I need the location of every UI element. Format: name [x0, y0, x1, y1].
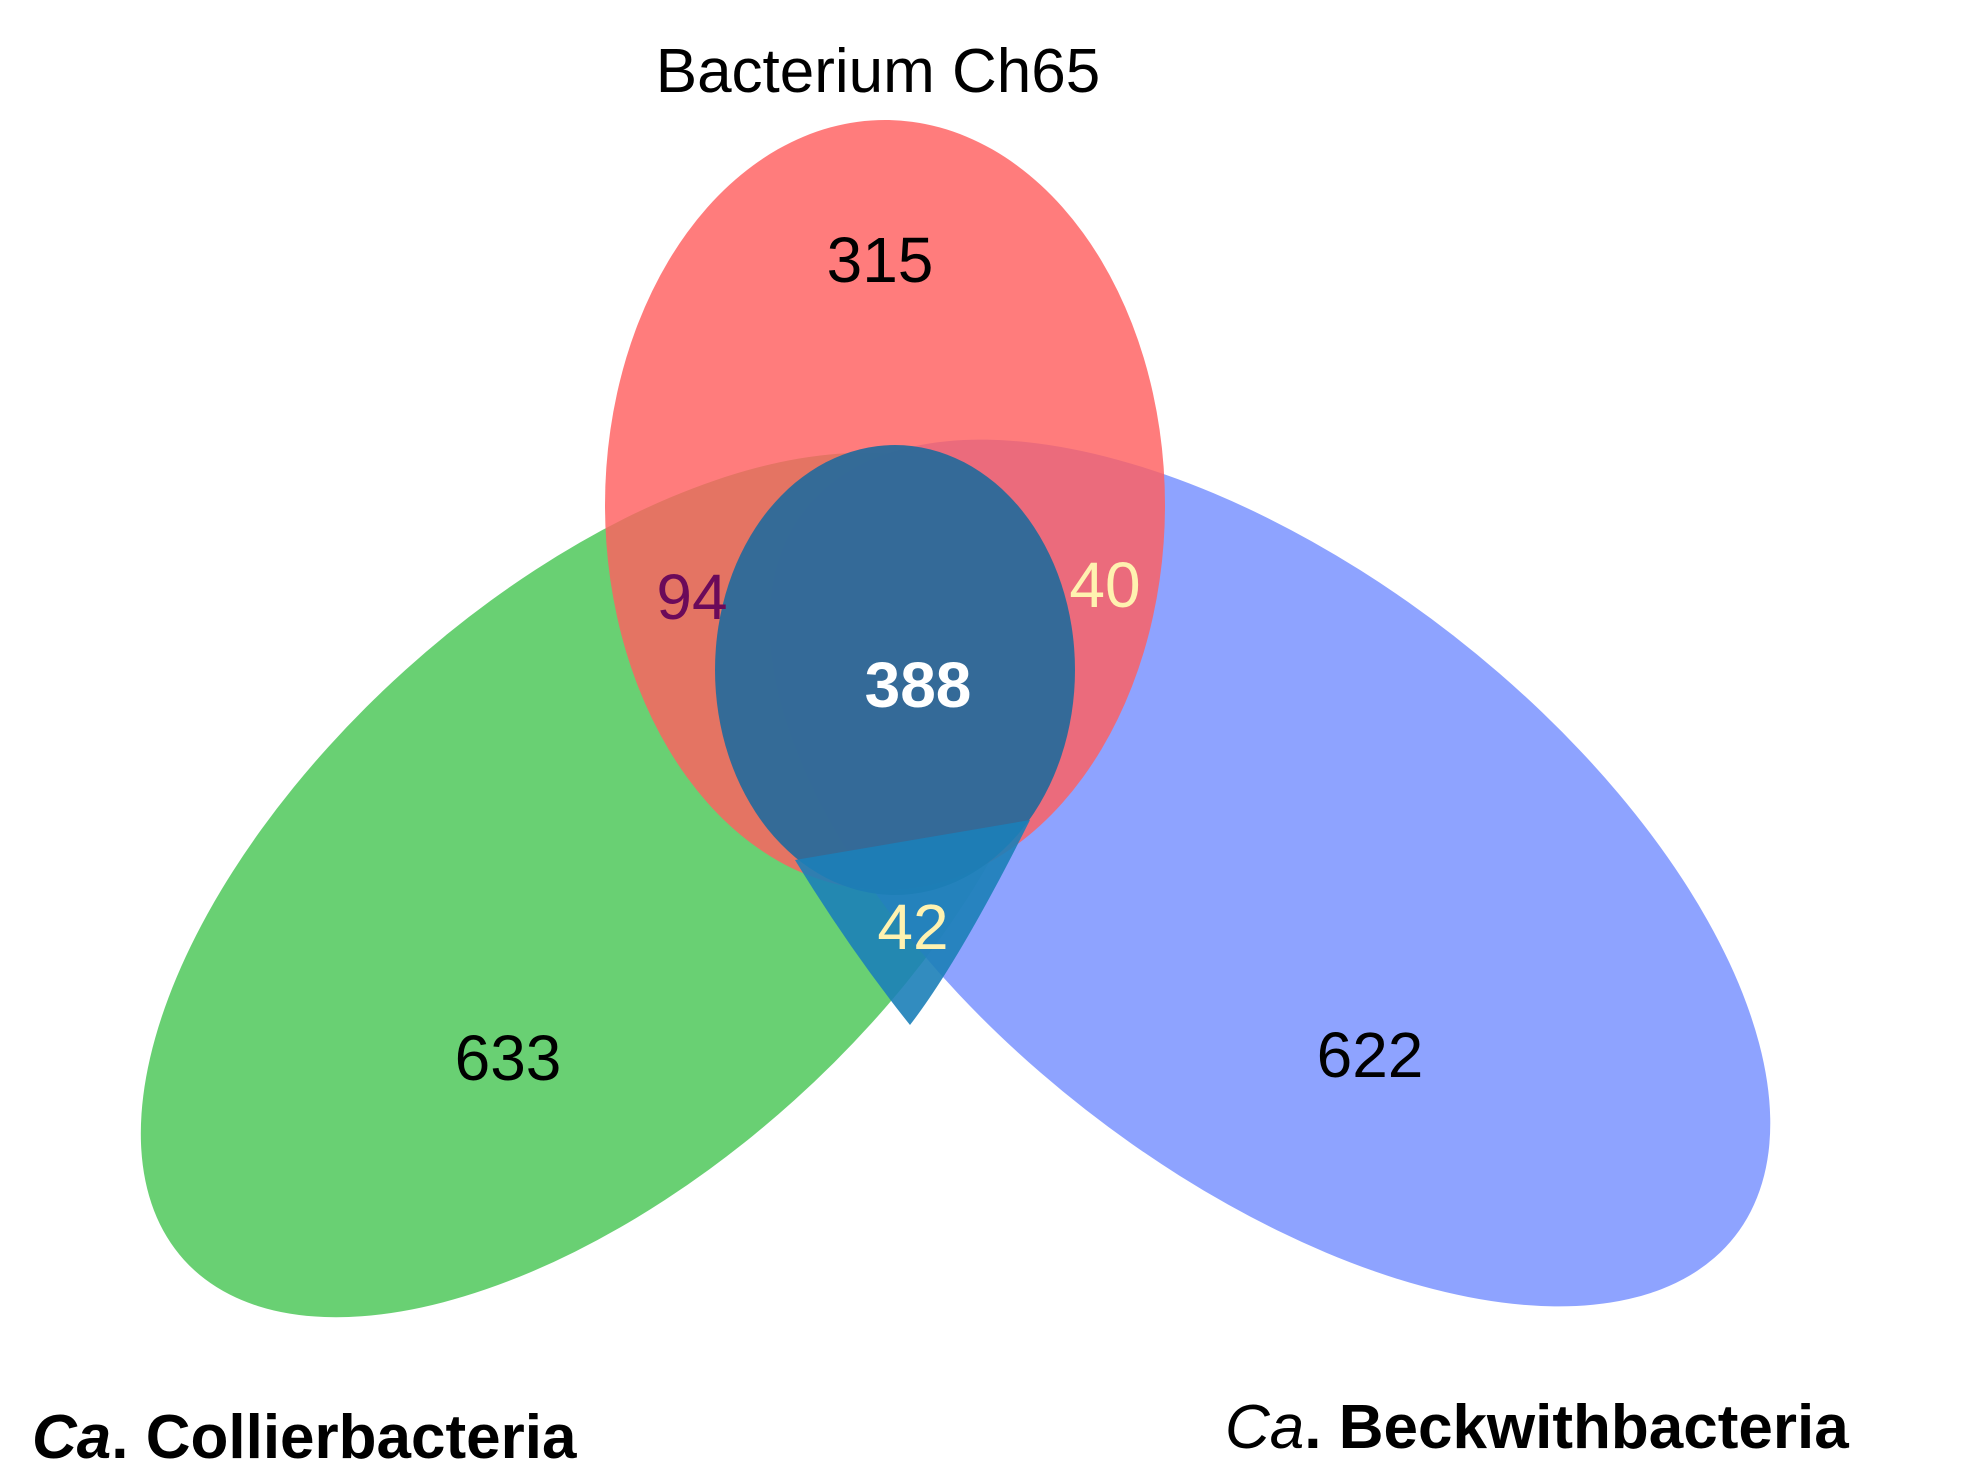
count-all-three: 388	[865, 649, 972, 721]
count-top-left: 94	[656, 561, 727, 633]
label-left-set: Ca. Collierbacteria	[32, 1403, 577, 1472]
label-left-suffix: . Collierbacteria	[111, 1403, 577, 1472]
label-right-set: Ca. Beckwithbacteria	[1225, 1393, 1849, 1462]
label-top-set: Bacterium Ch65	[656, 37, 1101, 106]
count-right-only: 622	[1317, 1019, 1424, 1091]
count-top-only: 315	[827, 224, 934, 296]
count-left-only: 633	[455, 1022, 562, 1094]
label-right-prefix: Ca	[1225, 1393, 1304, 1462]
center-overlap-shape	[715, 445, 1075, 895]
label-right-suffix: . Beckwithbacteria	[1304, 1393, 1849, 1462]
label-left-prefix: Ca	[32, 1403, 111, 1472]
count-left-right: 42	[877, 891, 948, 963]
count-top-right: 40	[1069, 549, 1140, 621]
left-right-overlap-shape	[795, 820, 1030, 1025]
